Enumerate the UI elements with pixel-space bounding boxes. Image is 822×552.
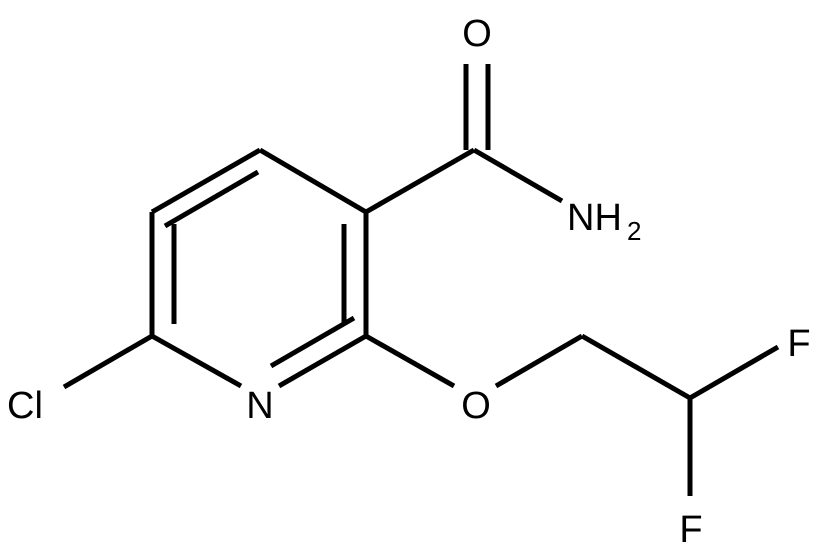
bond-c-n-amide: [472, 147, 564, 204]
atom-label-o-ether: O: [461, 385, 491, 427]
atom-label-f-lower: F: [679, 509, 702, 551]
atom-label-cl: Cl: [7, 385, 43, 427]
bond-c5-c4-inner: [163, 169, 260, 229]
bond-c2-o-ether: [364, 333, 456, 389]
bond-c5-c4: [150, 147, 262, 215]
bond-n-c6: [150, 333, 243, 389]
atom-label-o-carbonyl: O: [462, 13, 492, 55]
atom-label-nh-subscript: 2: [627, 216, 641, 246]
atom-label-nh: NH: [567, 197, 622, 239]
bond-c2-n: [277, 333, 368, 389]
bond-c4-c3: [258, 147, 368, 215]
bond-c3-c-amide: [364, 147, 476, 215]
bond-c2-n-inner: [269, 315, 356, 369]
bond-chf2-f-upper: [688, 344, 780, 401]
bond-c6-cl: [62, 333, 154, 390]
atom-label-n-ring: N: [246, 385, 273, 427]
bond-o-ch2: [494, 333, 584, 389]
bond-ch2-chf2: [580, 333, 692, 401]
atom-label-f-upper: F: [787, 323, 810, 365]
